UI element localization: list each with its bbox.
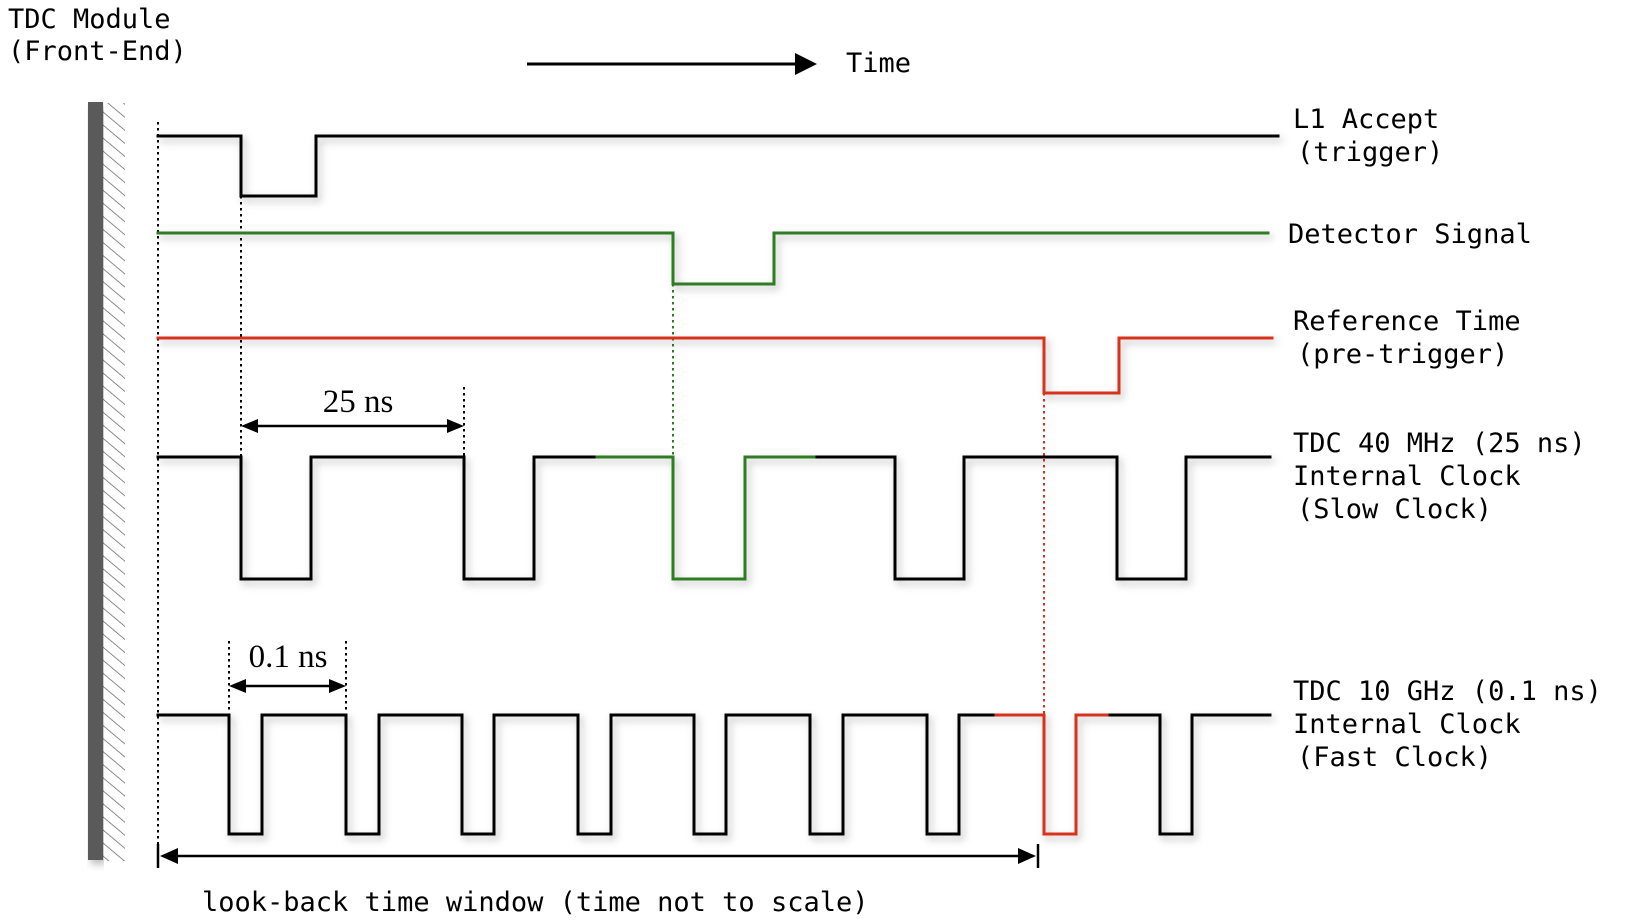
module-wall xyxy=(88,102,125,861)
fast-period-label: 0.1 ns xyxy=(249,639,328,675)
reference-time-waveform xyxy=(156,336,1274,395)
time-label: Time xyxy=(846,48,911,79)
fast-clock-label: TDC 10 GHz (0.1 ns) xyxy=(1293,676,1602,707)
lookback-window-dimension xyxy=(156,844,1040,868)
slow-clock-sublabel: Internal Clock xyxy=(1293,461,1521,492)
module-subtitle: (Front-End) xyxy=(8,36,187,67)
detector-signal-waveform xyxy=(156,231,1270,286)
fast-period-dimension xyxy=(229,679,346,693)
lookback-window-label: look-back time window (time not to scale… xyxy=(202,887,868,918)
l1-accept-waveform xyxy=(156,134,1280,198)
fast-clock-note: (Fast Clock) xyxy=(1297,742,1492,773)
slow-period-label: 25 ns xyxy=(323,384,394,420)
slow-period-dimension xyxy=(241,419,464,433)
slow-clock-waveform xyxy=(156,455,1272,581)
slow-clock-label: TDC 40 MHz (25 ns) xyxy=(1293,428,1586,459)
slow-clock-note: (Slow Clock) xyxy=(1297,494,1492,525)
l1-accept-label: L1 Accept xyxy=(1293,104,1439,135)
reference-time-sublabel: (pre-trigger) xyxy=(1297,339,1508,370)
time-arrow xyxy=(527,53,817,75)
l1-accept-sublabel: (trigger) xyxy=(1297,137,1443,168)
fast-clock-sublabel: Internal Clock xyxy=(1293,709,1521,740)
module-title: TDC Module xyxy=(8,4,171,35)
fast-clock-waveform xyxy=(156,713,1272,836)
reference-time-label: Reference Time xyxy=(1293,306,1521,337)
detector-signal-label: Detector Signal xyxy=(1288,219,1532,250)
